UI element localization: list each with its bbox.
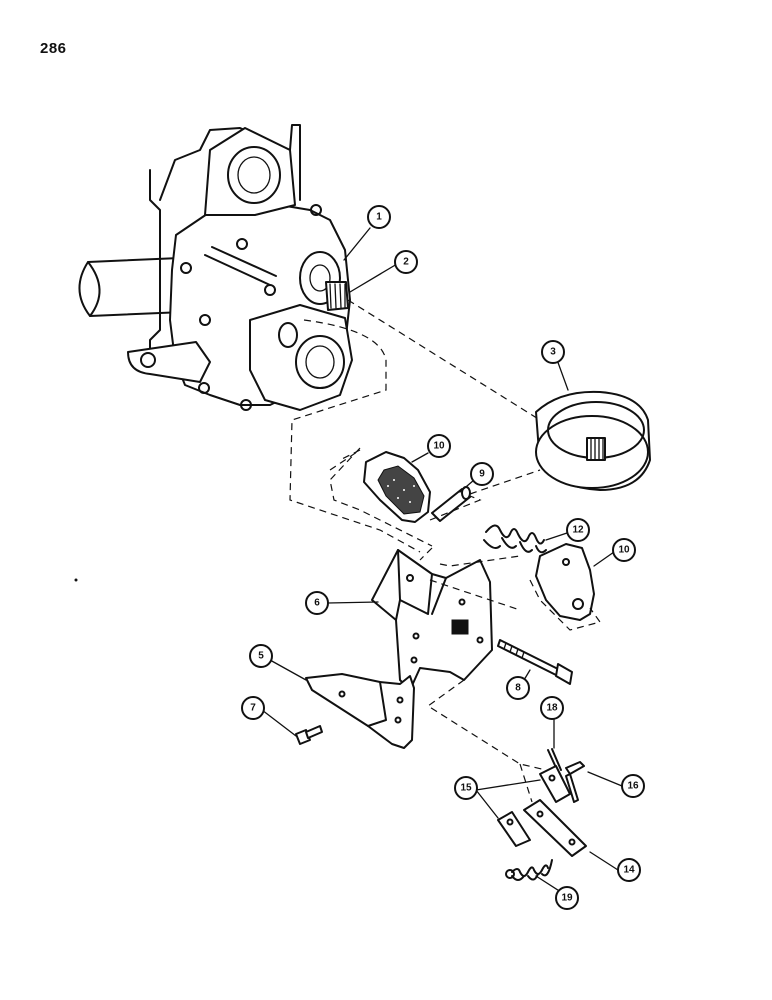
callout-15: 15 (454, 776, 478, 800)
svg-text:2: 2 (403, 257, 409, 268)
cap-screw (295, 725, 323, 745)
svg-text:18: 18 (546, 703, 558, 714)
callout-2: 2 (394, 250, 418, 274)
callout-7: 7 (241, 696, 265, 720)
callout-12: 12 (566, 518, 590, 542)
callout-6: 6 (305, 591, 329, 615)
svg-text:9: 9 (479, 469, 485, 480)
support-bracket (305, 673, 415, 749)
callout-5: 5 (249, 644, 273, 668)
svg-text:8: 8 (515, 683, 521, 694)
callout-1: 1 (367, 205, 391, 229)
engine-housing-illustration (78, 124, 353, 411)
svg-text:5: 5 (258, 651, 264, 662)
svg-text:19: 19 (561, 893, 573, 904)
svg-text:12: 12 (572, 525, 584, 536)
brake-drum (535, 390, 651, 491)
callout-10-right: 10 (612, 538, 636, 562)
callout-18: 18 (540, 696, 564, 720)
pin (431, 486, 471, 522)
callout-16: 16 (621, 774, 645, 798)
assembly-guide-lines (289, 299, 601, 803)
callout-19: 19 (555, 886, 579, 910)
stray-dot (74, 578, 78, 582)
link-plate-upper (539, 765, 571, 803)
svg-text:16: 16 (627, 781, 639, 792)
compression-spring (483, 524, 547, 554)
svg-text:3: 3 (550, 347, 556, 358)
brake-pad-friction (363, 451, 431, 523)
brake-pad-plate (535, 543, 595, 621)
clevis-pin (565, 761, 585, 803)
svg-text:10: 10 (618, 545, 630, 556)
callout-10: 10 (427, 434, 451, 458)
svg-text:15: 15 (460, 783, 472, 794)
callout-9: 9 (470, 462, 494, 486)
lever-plate (523, 799, 587, 857)
callout-14: 14 (617, 858, 641, 882)
extension-spring (505, 859, 553, 881)
svg-text:7: 7 (250, 703, 256, 714)
leader-lines (261, 227, 623, 895)
svg-text:14: 14 (623, 865, 635, 876)
svg-text:1: 1 (376, 212, 382, 223)
svg-text:10: 10 (433, 441, 445, 452)
svg-text:6: 6 (314, 598, 320, 609)
page-number: 286 (40, 40, 67, 57)
link-plate-lower (497, 811, 531, 847)
long-bolt (497, 639, 573, 685)
brake-bracket (371, 549, 493, 691)
callout-3: 3 (541, 340, 565, 364)
callout-8: 8 (506, 676, 530, 700)
